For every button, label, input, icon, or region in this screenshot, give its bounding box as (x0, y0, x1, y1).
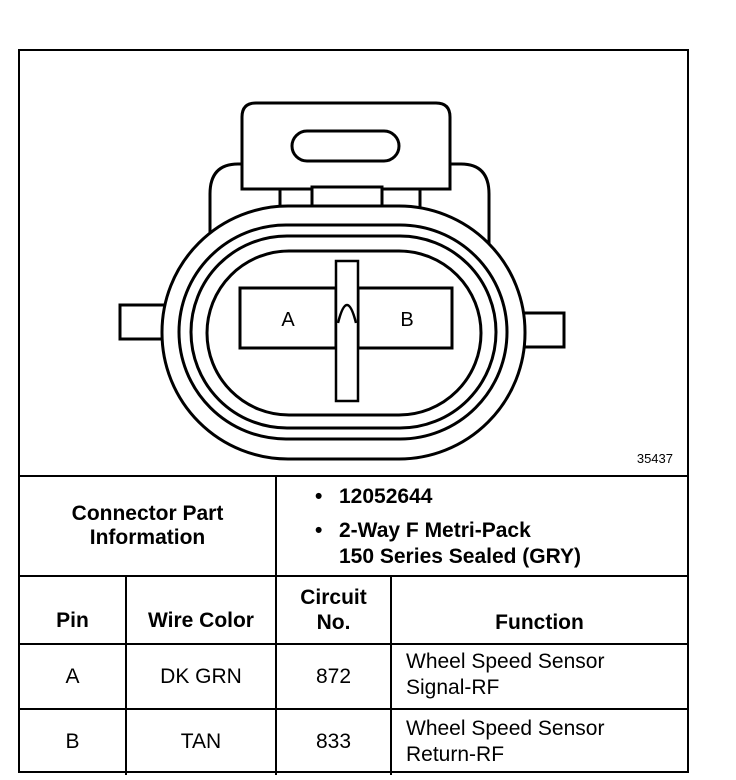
header-function: Function (495, 611, 584, 634)
part-description-line1: 2-Way F Metri-Pack (339, 519, 531, 542)
bullet-icon: • (315, 519, 323, 542)
part-description-item: • 2-Way F Metri-Pack 150 Series Sealed (… (315, 518, 685, 570)
row-b-function-line1: Wheel Speed Sensor (406, 717, 605, 740)
part-description-line2: 150 Series Sealed (GRY) (339, 545, 582, 568)
part-number: 12052644 (339, 485, 433, 508)
row-b-function: Wheel Speed Sensor Return-RF (406, 716, 686, 768)
part-number-item: • 12052644 (315, 484, 685, 510)
row-a-circuit: 872 (315, 664, 352, 688)
row-a-wire-color: DK GRN (160, 664, 242, 688)
row-a-function-line1: Wheel Speed Sensor (406, 650, 605, 673)
connector-face-drawing: A B (118, 101, 566, 461)
row-a-pin: A (65, 664, 80, 688)
figure-number: 35437 (636, 451, 673, 466)
divider-col-pin (125, 575, 127, 775)
row-a-function-line2: Signal-RF (406, 676, 500, 699)
divider-col-info (275, 475, 277, 775)
row-b-pin: B (65, 729, 80, 753)
cavity-b-label: B (400, 309, 413, 331)
divider-row-a (20, 708, 687, 710)
row-b-function-line2: Return-RF (406, 743, 505, 766)
part-info-header: Connector Part Information (20, 477, 275, 575)
part-info-header-line2: Information (89, 526, 206, 549)
cavity-a-label: A (281, 309, 295, 331)
header-wire-color: Wire Color (148, 609, 254, 632)
header-circuit-no: Circuit No. (277, 577, 390, 643)
bullet-icon: • (315, 485, 323, 508)
row-b-wire-color: TAN (180, 729, 222, 753)
connector-info-frame: A B 35437 Connector Part Information • 1… (18, 49, 689, 775)
locking-tab-slot (290, 129, 401, 163)
divider-drawing-table (20, 475, 687, 477)
row-a-function: Wheel Speed Sensor Signal-RF (406, 649, 686, 701)
divider-header-row (20, 643, 687, 645)
center-rib (334, 259, 360, 403)
divider-col-circuit (390, 575, 392, 775)
part-info-header-line1: Connector Part (71, 502, 224, 525)
row-b-circuit: 833 (315, 729, 352, 753)
header-circuit-line1: Circuit (300, 586, 367, 609)
header-circuit-line2: No. (316, 611, 351, 634)
center-rib-arch (336, 303, 358, 324)
cavity-b (356, 286, 454, 350)
left-latch (118, 303, 170, 341)
right-latch (520, 311, 566, 349)
cavity-a (238, 286, 338, 350)
divider-part-info (20, 575, 687, 577)
part-info-details: • 12052644 • 2-Way F Metri-Pack 150 Seri… (315, 484, 685, 578)
header-pin: Pin (56, 609, 89, 632)
